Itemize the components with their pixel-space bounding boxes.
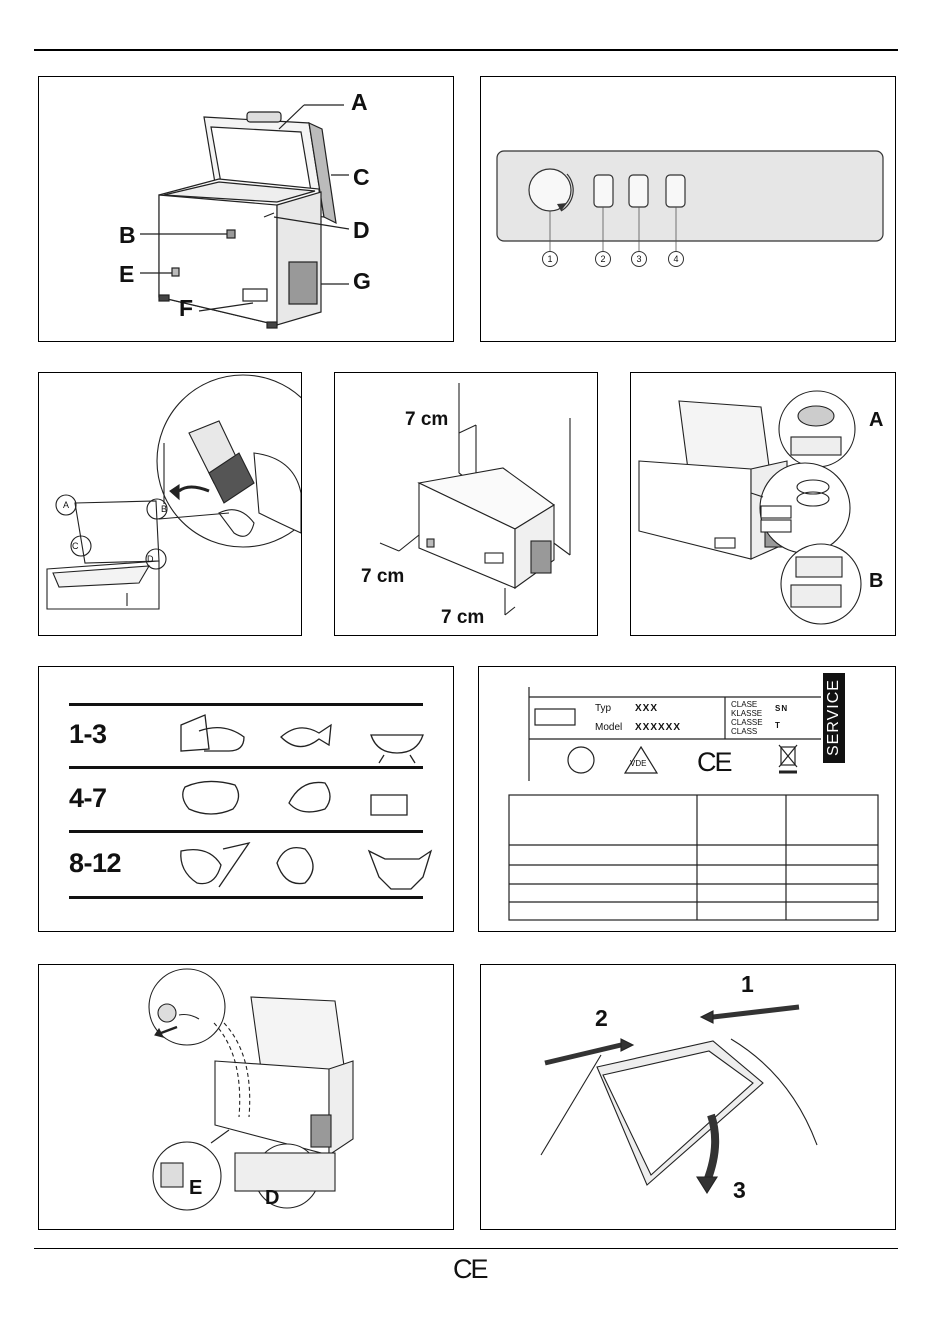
panel-appliance-parts: A C D B E G F <box>38 76 454 342</box>
hinge-label-c: C <box>72 541 79 551</box>
vde-mark: VDE <box>630 759 646 768</box>
loading-label-b: B <box>869 570 883 593</box>
panel-loading: A B <box>630 372 896 636</box>
label-a: A <box>351 89 368 116</box>
tray-removal-illustration <box>481 965 896 1230</box>
clearance-left: 7 cm <box>361 566 404 588</box>
vegetables-icon <box>181 843 249 887</box>
drain-label-e: E <box>189 1177 202 1200</box>
typ-value: XXX <box>635 703 658 714</box>
cheese-bread-icon <box>181 715 244 751</box>
class-label-4: CLASS <box>731 727 757 736</box>
poultry-icon <box>289 782 330 811</box>
model-value: XXXXXX <box>635 722 681 733</box>
beef-icon <box>369 851 431 889</box>
step-2: 2 <box>595 1005 608 1032</box>
label-g: G <box>353 268 371 295</box>
clearance-bottom: 7 cm <box>441 607 484 629</box>
panel-controls: 1 2 3 4 <box>480 76 896 342</box>
storage-row-1-months: 1-3 <box>69 719 107 750</box>
fish-icon <box>281 725 331 747</box>
control-2-marker: 2 <box>595 251 611 267</box>
fruit-icon <box>277 848 313 884</box>
drain-label-d: D <box>265 1187 279 1210</box>
drain-illustration <box>39 965 454 1230</box>
class-label-1: CLASE <box>731 700 757 709</box>
step-3: 3 <box>733 1177 746 1204</box>
model-label: Model <box>595 722 622 733</box>
control-panel-illustration <box>481 77 896 342</box>
label-d: D <box>353 217 370 244</box>
panel-rating-plate: Typ XXX Model XXXXXX CLASE KLASSE CLASSE… <box>478 666 896 932</box>
fruit-bowl-icon <box>371 735 423 763</box>
clearance-top: 7 cm <box>405 409 448 431</box>
label-f: F <box>179 295 193 322</box>
bottom-rule <box>34 1248 898 1249</box>
panel-clearances: 7 cm 7 cm 7 cm <box>334 372 598 636</box>
class-label-3: CLASSE <box>731 718 763 727</box>
loading-label-a: A <box>869 409 883 432</box>
clearance-illustration <box>335 373 598 636</box>
label-e: E <box>119 261 134 288</box>
class-value-sn: SN <box>775 704 788 713</box>
hinge-label-a: A <box>63 500 69 510</box>
storage-row-3-months: 8-12 <box>69 848 121 879</box>
label-b: B <box>119 222 136 249</box>
loading-illustration <box>631 373 896 636</box>
label-c: C <box>353 164 370 191</box>
freezer-parts-illustration <box>39 77 454 342</box>
typ-label: Typ <box>595 703 611 714</box>
control-4-marker: 4 <box>668 251 684 267</box>
cake-icon <box>371 795 407 815</box>
pork-icon <box>183 781 239 814</box>
hinge-illustration <box>39 373 302 636</box>
storage-row-2-months: 4-7 <box>69 783 107 814</box>
plate-ce-mark: CE <box>697 747 731 778</box>
step-1: 1 <box>741 971 754 998</box>
control-1-marker: 1 <box>542 251 558 267</box>
hinge-label-d: D <box>147 554 154 564</box>
class-value-t: T <box>775 721 781 730</box>
class-label-2: KLASSE <box>731 709 762 718</box>
top-rule <box>34 49 898 51</box>
panel-hinges: A B C D <box>38 372 302 636</box>
panel-tray-removal: 1 2 3 <box>480 964 896 1230</box>
footer-ce-mark: CE <box>453 1254 487 1285</box>
panel-storage-times: 1-3 4-7 8-12 <box>38 666 454 932</box>
hinge-label-b: B <box>161 504 167 514</box>
panel-drain: E D <box>38 964 454 1230</box>
control-3-marker: 3 <box>631 251 647 267</box>
service-label: SERVICE <box>823 673 845 763</box>
